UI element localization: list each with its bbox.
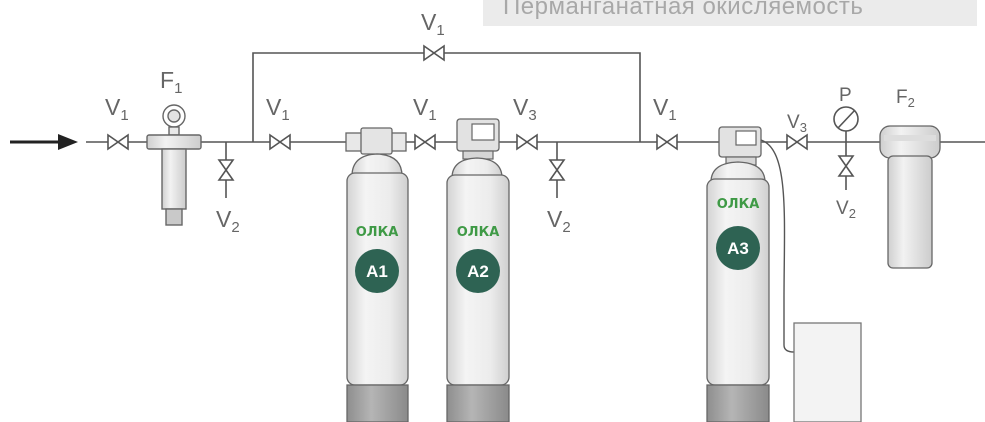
valve-v1-bypass (423, 44, 445, 62)
tank-a3 (706, 126, 770, 422)
label-v2-inlet: V2 (216, 206, 240, 236)
valve-v2-inlet-drain (217, 159, 235, 181)
badge-a1: A1 (355, 249, 399, 293)
valve-v1-a1-inlet (269, 133, 291, 151)
label-f1: F1 (160, 67, 182, 97)
inlet-arrow-icon (10, 134, 78, 150)
label-v2-mid: V2 (547, 206, 571, 236)
label-v2-outlet: V2 (836, 198, 856, 221)
valve-v1-between (414, 133, 436, 151)
label-v1-a3: V1 (653, 94, 677, 124)
prefilter-f1-icon (146, 104, 202, 226)
label-v3-a2: V3 (513, 94, 537, 124)
pressure-gauge-icon (833, 106, 859, 142)
badge-a1-label: A1 (366, 262, 388, 281)
label-v1-bypass: V1 (421, 9, 445, 39)
label-p: P (839, 85, 852, 106)
title-banner: Перманганатная окисляемость (483, 0, 977, 26)
badge-a3-label: A3 (727, 239, 749, 258)
badge-a3: A3 (716, 226, 760, 270)
valve-v1-inlet (107, 133, 129, 151)
label-v3-a3: V3 (787, 112, 807, 135)
badge-a2: A2 (456, 249, 500, 293)
valve-v2-mid-drain (548, 159, 566, 181)
brand-logo-a1: ОЛКА (356, 225, 399, 240)
diagram-title: Перманганатная окисляемость (503, 0, 864, 20)
tank-a2 (446, 118, 510, 422)
valve-v3-a3-outlet (786, 133, 808, 151)
label-v1-inlet: V1 (105, 94, 129, 124)
valve-v1-a3-inlet (656, 133, 678, 151)
brand-logo-a2: ОЛКА (457, 225, 500, 240)
label-v1-a1: V1 (266, 94, 290, 124)
fine-filter-f2-icon (879, 125, 941, 269)
label-f2: F2 (896, 87, 915, 110)
brine-tank (793, 322, 862, 422)
valve-v3-a2-outlet (516, 133, 538, 151)
label-v1-between: V1 (413, 94, 437, 124)
valve-v2-outlet-drain (837, 155, 855, 177)
badge-a2-label: A2 (467, 262, 489, 281)
brand-logo-a3: ОЛКА (717, 197, 760, 212)
brine-hose (760, 139, 795, 353)
